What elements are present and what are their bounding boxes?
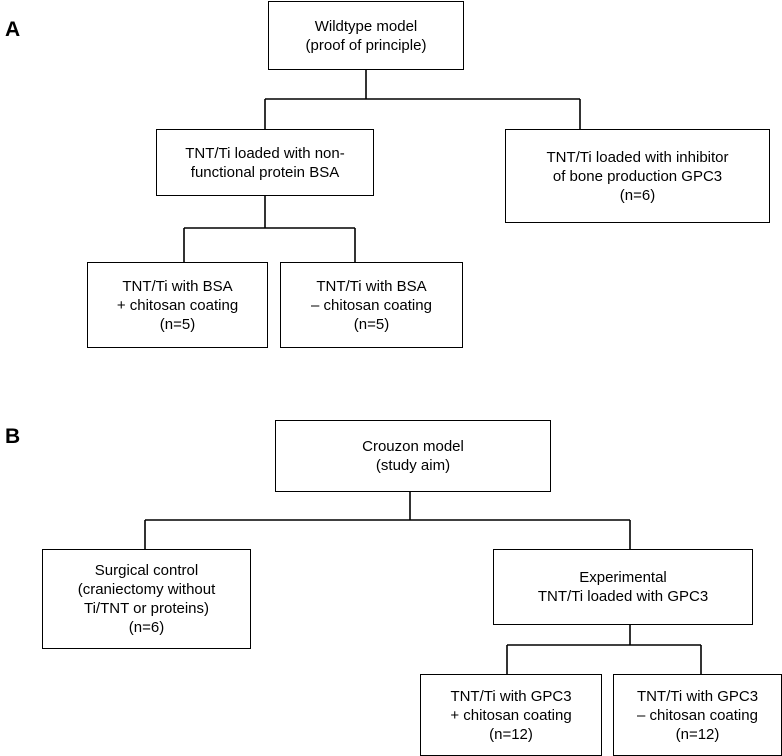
panel-label-a: A — [5, 18, 21, 41]
node-line: (n=6) — [619, 186, 656, 204]
node-line: functional protein BSA — [190, 163, 340, 181]
node-line: TNT/Ti with GPC3 — [636, 687, 759, 705]
node-crouzon-model: Crouzon model (study aim) — [275, 420, 551, 492]
node-gpc3-loaded: TNT/Ti loaded with inhibitor of bone pro… — [505, 129, 770, 223]
node-line: TNT/Ti with GPC3 — [450, 687, 572, 705]
node-line: (study aim) — [375, 457, 451, 474]
node-line: TNT/Ti loaded with non- — [185, 144, 345, 162]
node-line: (n=6) — [128, 619, 165, 636]
node-surgical-control: Surgical control (craniectomy without Ti… — [42, 549, 251, 649]
node-bsa-minus-chitosan: TNT/Ti with BSA – chitosan coating (n=5) — [280, 262, 463, 348]
node-line: – chitosan coating — [637, 706, 758, 724]
node-line: TNT/Ti with BSA — [316, 277, 427, 295]
node-line: Wildtype model — [314, 17, 418, 35]
node-line: (craniectomy without — [77, 581, 216, 598]
node-line: (n=12) — [675, 725, 720, 743]
node-bsa-plus-chitosan: TNT/Ti with BSA + chitosan coating (n=5) — [87, 262, 268, 348]
node-line: (n=5) — [159, 315, 196, 333]
node-line: + chitosan coating — [450, 706, 572, 724]
node-experimental: Experimental TNT/Ti loaded with GPC3 — [493, 549, 753, 625]
node-line: Ti/TNT or proteins) — [83, 600, 210, 617]
node-line: of bone production GPC3 — [552, 167, 723, 185]
node-line: (proof of principle) — [305, 36, 427, 54]
node-line: Crouzon model — [362, 438, 464, 455]
node-gpc3-minus-chitosan: TNT/Ti with GPC3 – chitosan coating (n=1… — [613, 674, 782, 756]
node-gpc3-plus-chitosan: TNT/Ti with GPC3 + chitosan coating (n=1… — [420, 674, 602, 756]
node-line: Experimental — [579, 569, 667, 586]
panel-label-b: B — [5, 425, 21, 448]
node-line: TNT/Ti loaded with inhibitor — [546, 148, 729, 166]
node-line: Surgical control — [94, 562, 199, 579]
node-wildtype-model: Wildtype model (proof of principle) — [268, 1, 464, 70]
node-line: – chitosan coating — [311, 296, 432, 314]
node-bsa-loaded: TNT/Ti loaded with non- functional prote… — [156, 129, 374, 196]
node-line: (n=5) — [353, 315, 390, 333]
node-line: + chitosan coating — [116, 296, 239, 314]
node-line: TNT/Ti loaded with GPC3 — [537, 588, 709, 605]
node-line: (n=12) — [489, 725, 533, 743]
node-line: TNT/Ti with BSA — [122, 277, 233, 295]
